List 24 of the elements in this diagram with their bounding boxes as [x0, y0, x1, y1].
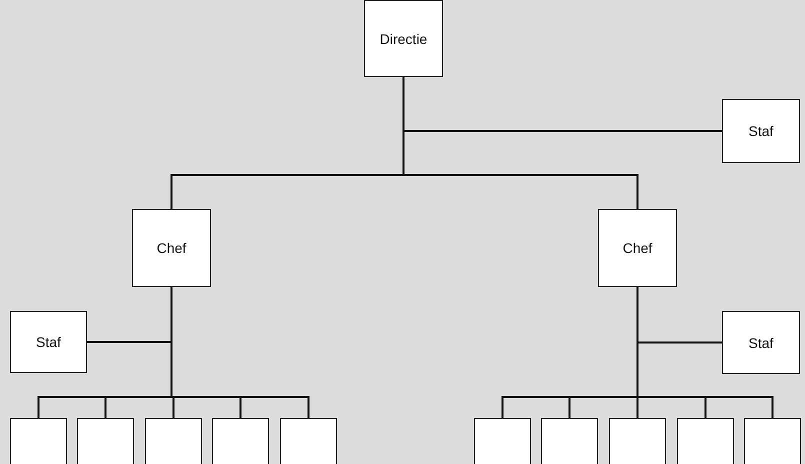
org-box [364, 0, 443, 77]
empty-box [541, 418, 598, 464]
empty-box [744, 418, 801, 464]
org-box [722, 311, 800, 374]
box-label: Chef [622, 240, 652, 256]
box-label: Staf [748, 334, 774, 350]
empty-box [677, 418, 734, 464]
box-label: Chef [156, 240, 186, 256]
empty-box [10, 418, 67, 464]
org-box [10, 311, 87, 373]
empty-box [145, 418, 202, 464]
empty-box [77, 418, 134, 464]
connector-line [636, 287, 774, 418]
empty-box [280, 418, 337, 464]
connector-line [402, 77, 638, 209]
empty-box [212, 418, 269, 464]
empty-box [474, 418, 531, 464]
org-box [598, 209, 677, 287]
box-label: Directie [380, 30, 428, 46]
org-box [132, 209, 211, 287]
empty-box [609, 418, 666, 464]
box-label: Staf [748, 123, 774, 139]
org-box [722, 99, 800, 163]
box-label: Staf [36, 334, 61, 350]
